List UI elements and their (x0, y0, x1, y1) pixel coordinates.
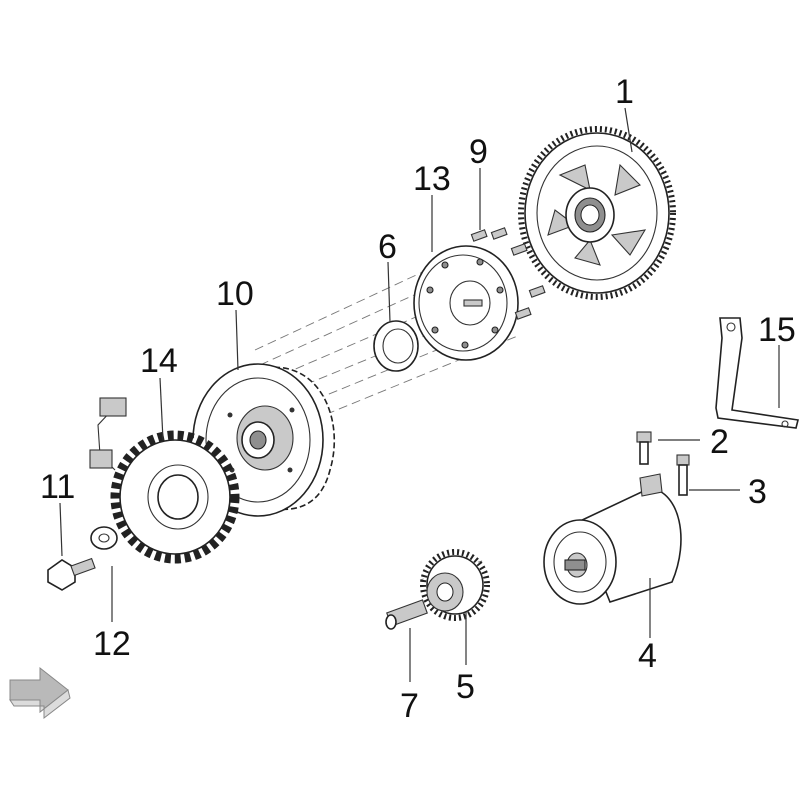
pin (385, 599, 428, 630)
part-number-9: 9 (469, 133, 488, 171)
direction-arrow-icon (9, 666, 71, 720)
part-number-6: 6 (378, 228, 397, 266)
screw (636, 431, 652, 465)
part-number-11: 11 (40, 468, 75, 506)
bolt (47, 557, 96, 591)
bracket (715, 317, 799, 429)
part-number-14: 14 (140, 342, 178, 380)
washer-small (90, 526, 118, 550)
one-way-clutch (413, 245, 519, 361)
leader-lines (59, 107, 780, 682)
starter-gear (518, 126, 676, 300)
part-number-7: 7 (400, 687, 419, 725)
part-number-15: 15 (758, 311, 796, 349)
idler-gear (420, 549, 490, 621)
stator (89, 397, 240, 564)
part-number-labels: 1 2 3 4 5 6 7 9 10 11 12 13 14 15 (40, 73, 796, 725)
part-number-4: 4 (638, 637, 657, 675)
part-number-2: 2 (710, 423, 729, 461)
washer (373, 320, 419, 372)
starter-motor (543, 473, 682, 605)
part-number-12: 12 (93, 625, 131, 663)
part-number-1: 1 (615, 73, 634, 111)
part-number-3: 3 (748, 473, 767, 511)
flywheel-rotor (192, 363, 336, 517)
screw-set (470, 227, 546, 320)
part-number-13: 13 (413, 160, 451, 198)
bolt-long (676, 454, 690, 496)
part-number-10: 10 (216, 275, 254, 313)
part-number-5: 5 (456, 668, 475, 706)
